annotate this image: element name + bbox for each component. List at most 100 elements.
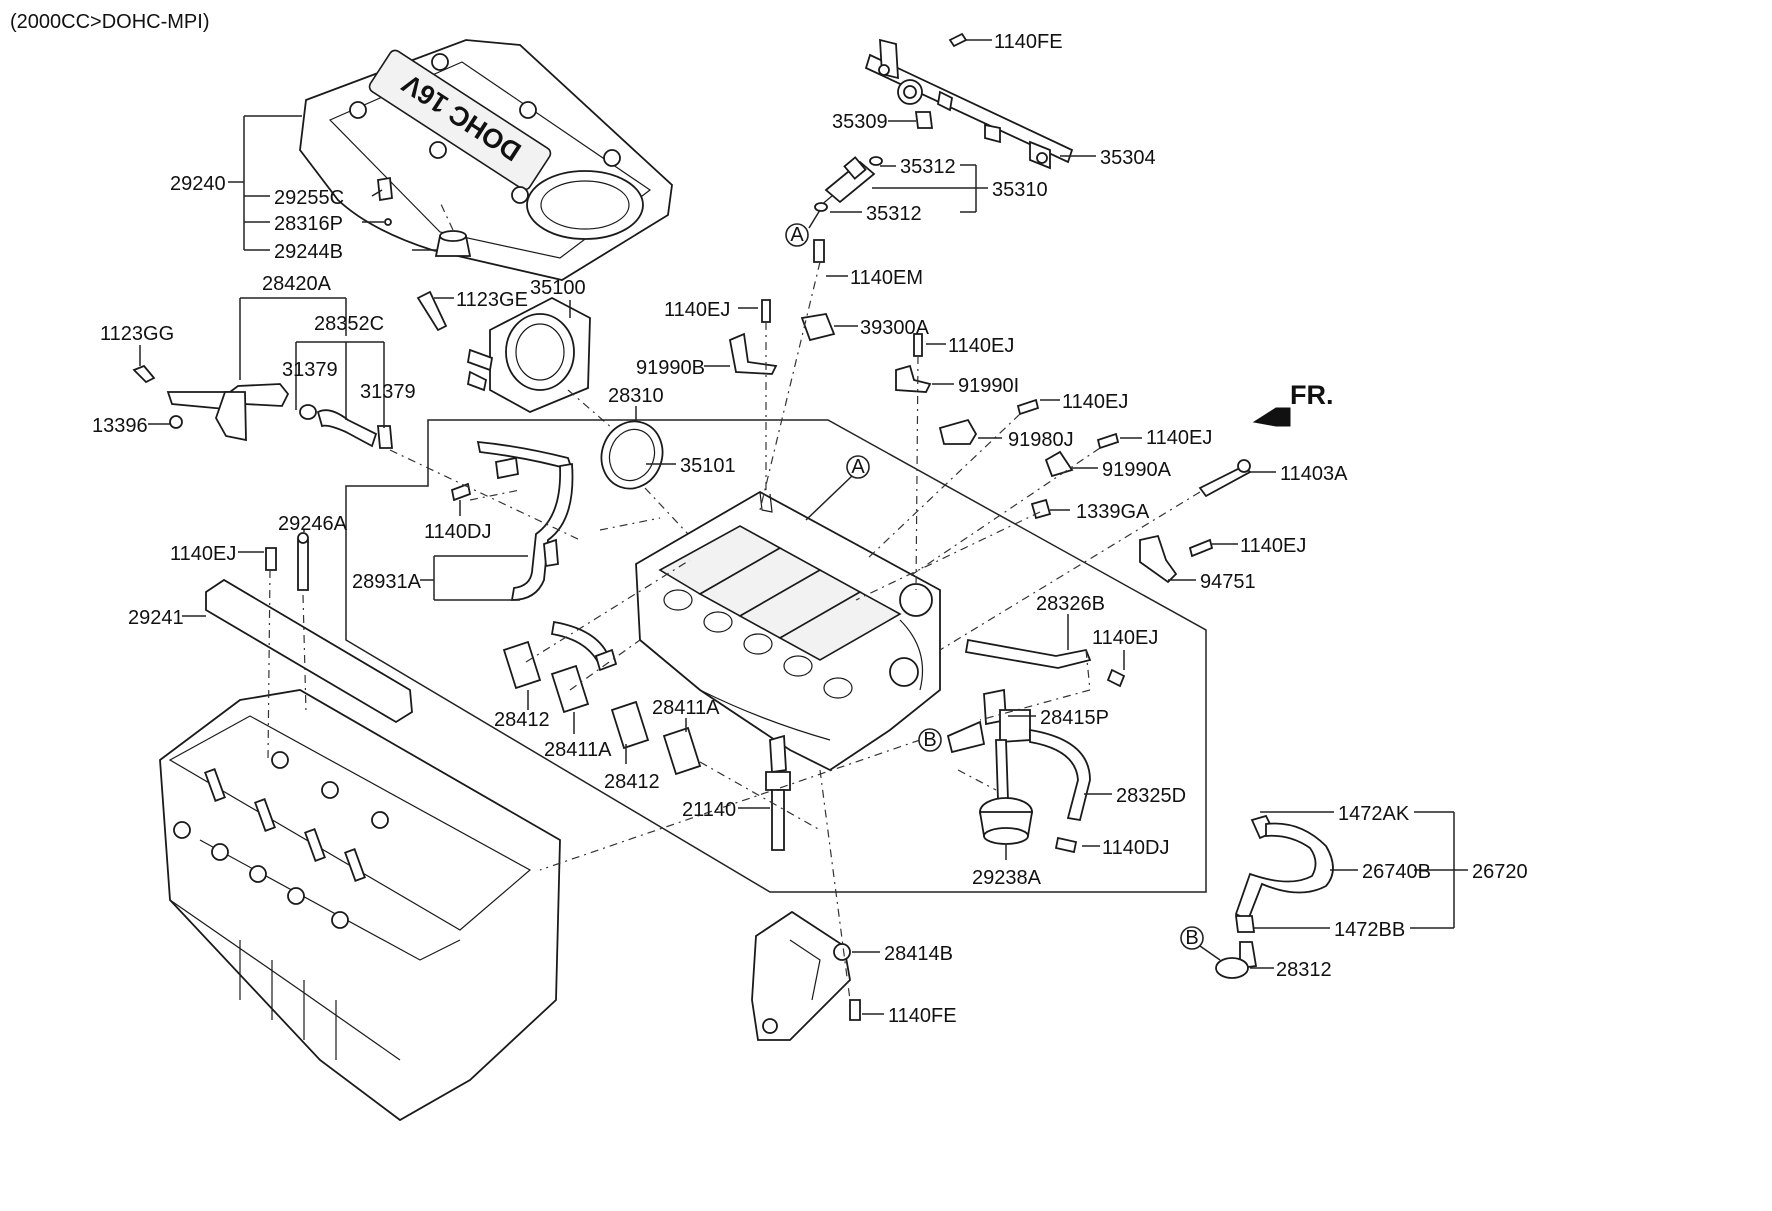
label-1140FE-top: 1140FE xyxy=(994,31,1063,53)
front-direction-indicator: FR. xyxy=(1252,380,1334,427)
label-1472BB: 1472BB xyxy=(1334,919,1405,941)
front-direction-label: FR. xyxy=(1290,380,1334,410)
hose-28325D xyxy=(1029,728,1091,822)
bolt-1140EJ-29241 xyxy=(265,547,277,571)
bracket-94751 xyxy=(1139,534,1178,584)
nut-1339GA xyxy=(1030,498,1052,520)
label-35101: 35101 xyxy=(680,455,736,477)
bracket-91990B xyxy=(728,332,778,375)
svg-text:B: B xyxy=(1185,927,1198,949)
bolt-1140EJ-28326B xyxy=(1106,668,1126,688)
label-91990B: 91990B xyxy=(636,357,705,379)
bracket-91990A xyxy=(1044,450,1074,478)
label-11403A: 11403A xyxy=(1280,463,1348,485)
label-29255C: 29255C xyxy=(274,187,344,209)
label-13396: 13396 xyxy=(92,415,148,437)
label-26740B: 26740B xyxy=(1362,861,1431,883)
bolt-1140FE-top xyxy=(948,32,968,48)
svg-text:A: A xyxy=(790,224,804,246)
cylinder-head xyxy=(159,689,561,1122)
o-ring-35312-lower xyxy=(814,202,828,212)
label-35310: 35310 xyxy=(992,179,1048,201)
gasket-28411A-right xyxy=(662,726,702,776)
injector-35310 xyxy=(819,156,876,207)
fuel-rail-cover-29241 xyxy=(205,578,413,724)
label-28312: 28312 xyxy=(1276,959,1332,981)
label-28310: 28310 xyxy=(608,385,664,407)
label-35309: 35309 xyxy=(832,111,888,133)
washer-13396 xyxy=(169,415,183,429)
bolt-1123GE xyxy=(416,290,448,332)
elbow-28312 xyxy=(1215,941,1258,979)
callout-A-injector: A xyxy=(785,223,809,247)
callout-B-manifold: B xyxy=(918,728,942,752)
label-28326B: 28326B xyxy=(1036,593,1105,615)
label-28411A-right: 28411A xyxy=(652,697,720,719)
gasket-28412-right xyxy=(610,700,650,750)
bracket-28414B xyxy=(751,910,851,1041)
intake-manifold-28310 xyxy=(635,490,941,772)
bolt-1140EJ-94751 xyxy=(1188,538,1214,558)
bolt-1140FE-bottom xyxy=(849,999,861,1021)
label-39300A: 39300A xyxy=(860,317,930,339)
label-29244B: 29244B xyxy=(274,241,343,263)
gasket-28412-left xyxy=(502,640,542,690)
stud-29246A xyxy=(297,539,309,591)
bolt-1140DJ-29238A xyxy=(1054,836,1078,854)
actuator-28415P xyxy=(946,688,1031,754)
label-28420A: 28420A xyxy=(262,273,332,295)
grommet-29244B xyxy=(434,230,472,257)
label-28414B: 28414B xyxy=(884,943,953,965)
label-28411A-left: 28411A xyxy=(544,739,612,761)
label-28325D: 28325D xyxy=(1116,785,1186,807)
label-1123GG: 1123GG xyxy=(100,323,174,345)
label-1140EJ-91990B: 1140EJ xyxy=(664,299,730,321)
label-1140EJ-91990I: 1140EJ xyxy=(948,335,1014,357)
bolt-1123GG xyxy=(132,364,156,384)
label-1140EJ-29241: 1140EJ xyxy=(170,543,236,565)
pipe-28326B xyxy=(964,638,1092,669)
label-1339GA: 1339GA xyxy=(1076,501,1150,523)
label-1140FE-bottom: 1140FE xyxy=(888,1005,957,1027)
label-94751: 94751 xyxy=(1200,571,1256,593)
bolt-1140EJ-91990I xyxy=(913,333,923,357)
bolt-1140EM xyxy=(813,239,825,263)
engine-variant-header: (2000CC>DOHC-MPI) xyxy=(10,11,209,33)
label-31379-right: 31379 xyxy=(360,381,416,403)
fuel-rail-35304 xyxy=(864,38,1074,170)
label-35312-lower: 35312 xyxy=(866,203,922,225)
label-1140EJ-91980J: 1140EJ xyxy=(1062,391,1128,413)
label-91990A: 91990A xyxy=(1102,459,1172,481)
label-28412-right: 28412 xyxy=(604,771,660,793)
pcv-pipe-28420A xyxy=(166,383,290,442)
bolt-1140EJ-upper xyxy=(761,299,771,323)
alignment-lines xyxy=(267,261,1201,1001)
clamp-31379-right xyxy=(377,425,393,449)
label-35312-upper: 35312 xyxy=(900,156,956,178)
leader-lines xyxy=(139,39,1468,1015)
label-28412-left: 28412 xyxy=(494,709,550,731)
label-1140DJ-29238A: 1140DJ xyxy=(1102,837,1169,859)
actuator-29238A xyxy=(978,739,1034,845)
label-21140: 21140 xyxy=(682,799,736,821)
bolt-1140DJ-hose xyxy=(450,482,472,502)
engine-cover-29240: DOHC 16V xyxy=(299,39,673,281)
label-1140EM: 1140EM xyxy=(850,267,923,289)
label-28415P: 28415P xyxy=(1040,707,1109,729)
o-ring-35312-upper xyxy=(869,156,883,166)
bolt-28316P xyxy=(384,218,392,226)
label-31379-left: 31379 xyxy=(282,359,338,381)
label-29240: 29240 xyxy=(170,173,226,195)
svg-text:A: A xyxy=(851,456,865,478)
bolt-1140EJ-91990A xyxy=(1096,432,1120,450)
sensor-39300A xyxy=(800,312,836,342)
label-1140EJ-28326B: 1140EJ xyxy=(1092,627,1158,649)
label-35100: 35100 xyxy=(530,277,586,299)
label-91980J: 91980J xyxy=(1008,429,1074,451)
svg-text:B: B xyxy=(923,729,936,751)
label-1472AK: 1472AK xyxy=(1338,803,1410,825)
label-29238A: 29238A xyxy=(972,867,1042,889)
bracket-91990I xyxy=(895,364,932,393)
label-28352C: 28352C xyxy=(314,313,384,335)
